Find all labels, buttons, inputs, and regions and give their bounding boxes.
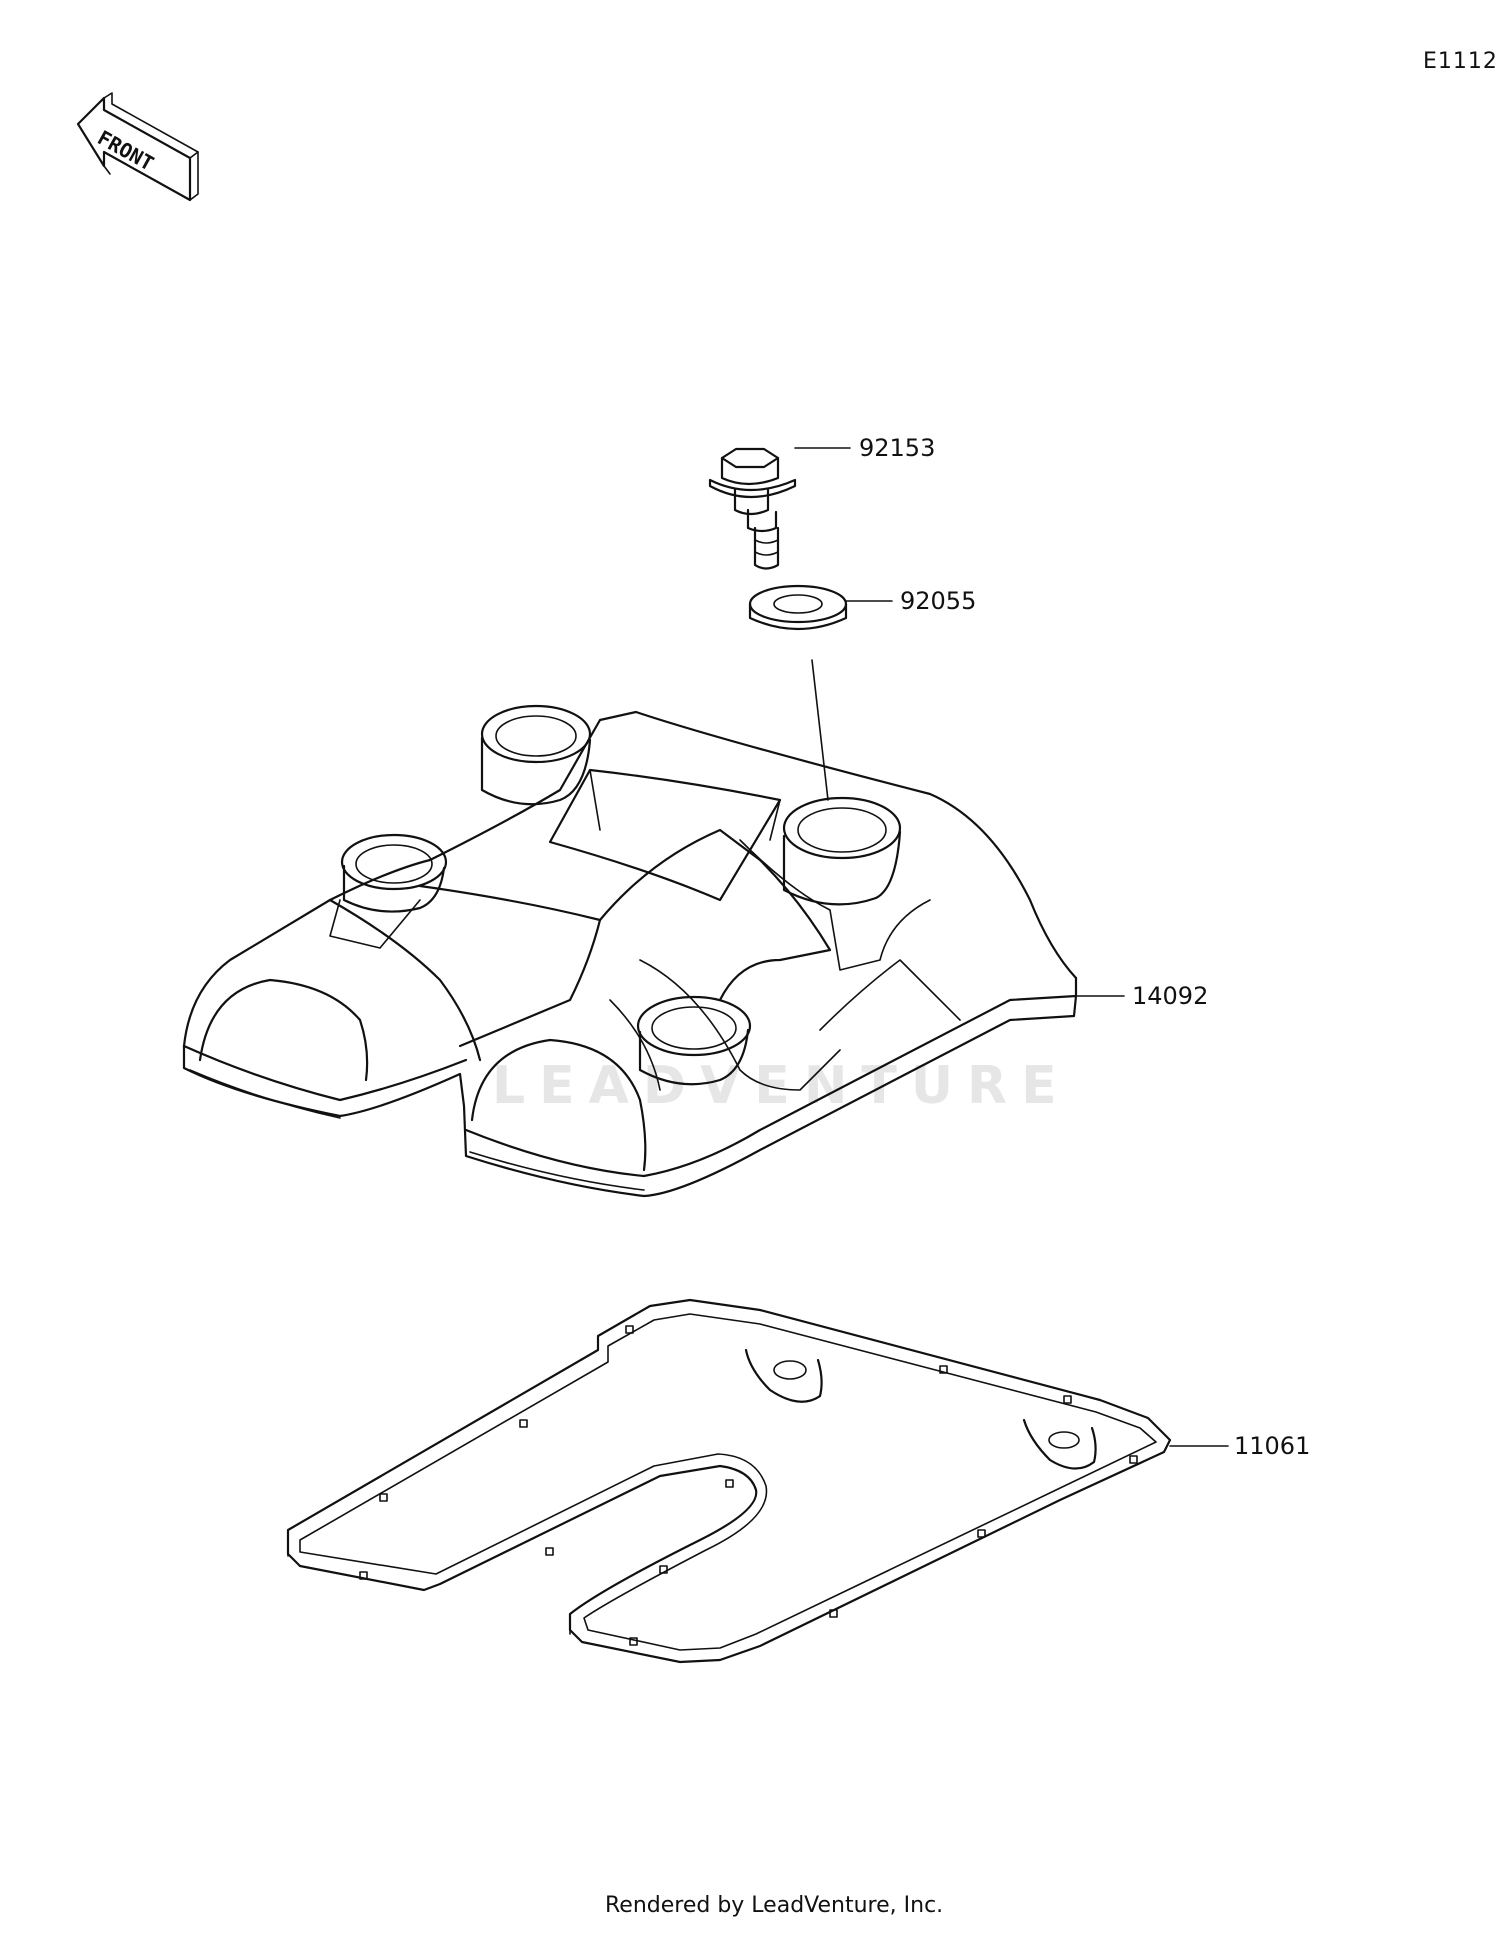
front-arrow-icon: FRONT bbox=[76, 92, 199, 202]
part-number-11061: 11061 bbox=[1234, 1432, 1310, 1460]
watermark: LEADVENTURE bbox=[492, 1056, 1071, 1116]
part-number-14092: 14092 bbox=[1132, 982, 1208, 1010]
diagram-code: E1112 bbox=[1423, 49, 1498, 74]
footer-credit: Rendered by LeadVenture, Inc. bbox=[605, 1893, 943, 1918]
part-number-92153: 92153 bbox=[859, 434, 935, 462]
front-label: FRONT bbox=[94, 125, 158, 175]
head-cover-gasket-icon bbox=[286, 1298, 1172, 1664]
part-number-92055: 92055 bbox=[900, 587, 976, 615]
seal-washer-icon bbox=[748, 584, 848, 631]
cylinder-head-cover-icon bbox=[182, 704, 1078, 1198]
flange-bolt-icon bbox=[708, 447, 797, 570]
